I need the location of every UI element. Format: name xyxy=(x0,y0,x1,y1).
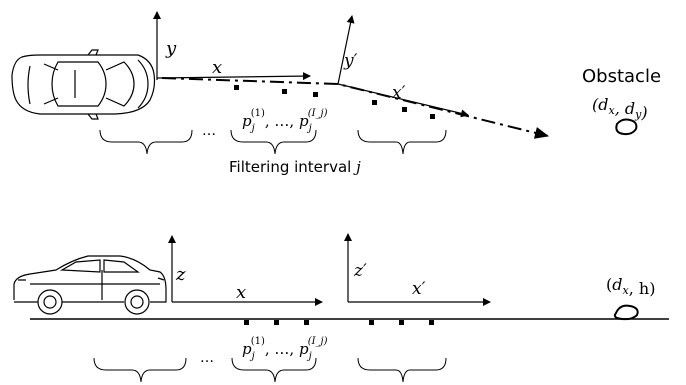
rock-obstacle-icon xyxy=(613,304,639,321)
top-x-label: x xyxy=(212,57,222,78)
caption-var: j xyxy=(353,158,361,176)
side-points-sub1: j xyxy=(250,351,255,362)
caption-prefix: Filtering interval xyxy=(229,158,356,176)
filtering-interval-caption: Filtering interval j xyxy=(229,158,361,176)
top-points-sub1: j xyxy=(250,123,255,134)
rock-obstacle-icon xyxy=(615,118,638,136)
top-points-p1: p xyxy=(242,112,252,130)
trajectory-path xyxy=(161,77,549,139)
side-ellipsis: … xyxy=(200,350,214,366)
top-points-label: pj(1), …, pj(I_j) xyxy=(242,108,328,134)
side-points-p2: p xyxy=(299,340,309,358)
side-x-prime-label: x′ xyxy=(412,279,426,299)
obstacle-side-coord: (dx, h) xyxy=(606,275,655,298)
side-x-label: x xyxy=(236,282,246,303)
side-points-sub2: j xyxy=(307,351,312,362)
side-points-sup1: (1) xyxy=(251,336,265,347)
obstacle-top-coord: (dx, dy) xyxy=(592,95,648,122)
obstacle-label: Obstacle xyxy=(582,66,661,87)
top-points-middle: , …, xyxy=(265,112,299,130)
top-points-p2: p xyxy=(299,112,309,130)
top-x-prime-label: x′ xyxy=(392,83,406,103)
top-braces xyxy=(99,129,447,155)
side-points-p1: p xyxy=(242,340,252,358)
top-x-axis xyxy=(156,72,311,81)
top-ellipsis: … xyxy=(202,123,216,139)
side-z-label: z xyxy=(175,264,186,285)
sedan-side-view-icon xyxy=(13,255,167,315)
top-points-sup1: (1) xyxy=(251,108,265,119)
top-y-label: y xyxy=(165,38,177,59)
side-points-middle: , …, xyxy=(265,340,299,358)
top-y-prime-label: y′ xyxy=(343,51,358,71)
side-points xyxy=(244,320,434,325)
top-points-sub2: j xyxy=(307,123,312,134)
top-x-prime-axis xyxy=(337,83,469,118)
side-braces xyxy=(93,357,447,383)
side-points-sup2: (I_j) xyxy=(308,336,328,347)
top-points-sup2: (I_j) xyxy=(308,108,328,119)
side-z-prime-label: z′ xyxy=(353,261,367,281)
top-y-prime-axis xyxy=(337,15,355,85)
car-top-view-icon xyxy=(11,49,156,120)
side-points-label: pj(1), …, pj(I_j) xyxy=(242,336,328,362)
top-points xyxy=(234,85,435,119)
